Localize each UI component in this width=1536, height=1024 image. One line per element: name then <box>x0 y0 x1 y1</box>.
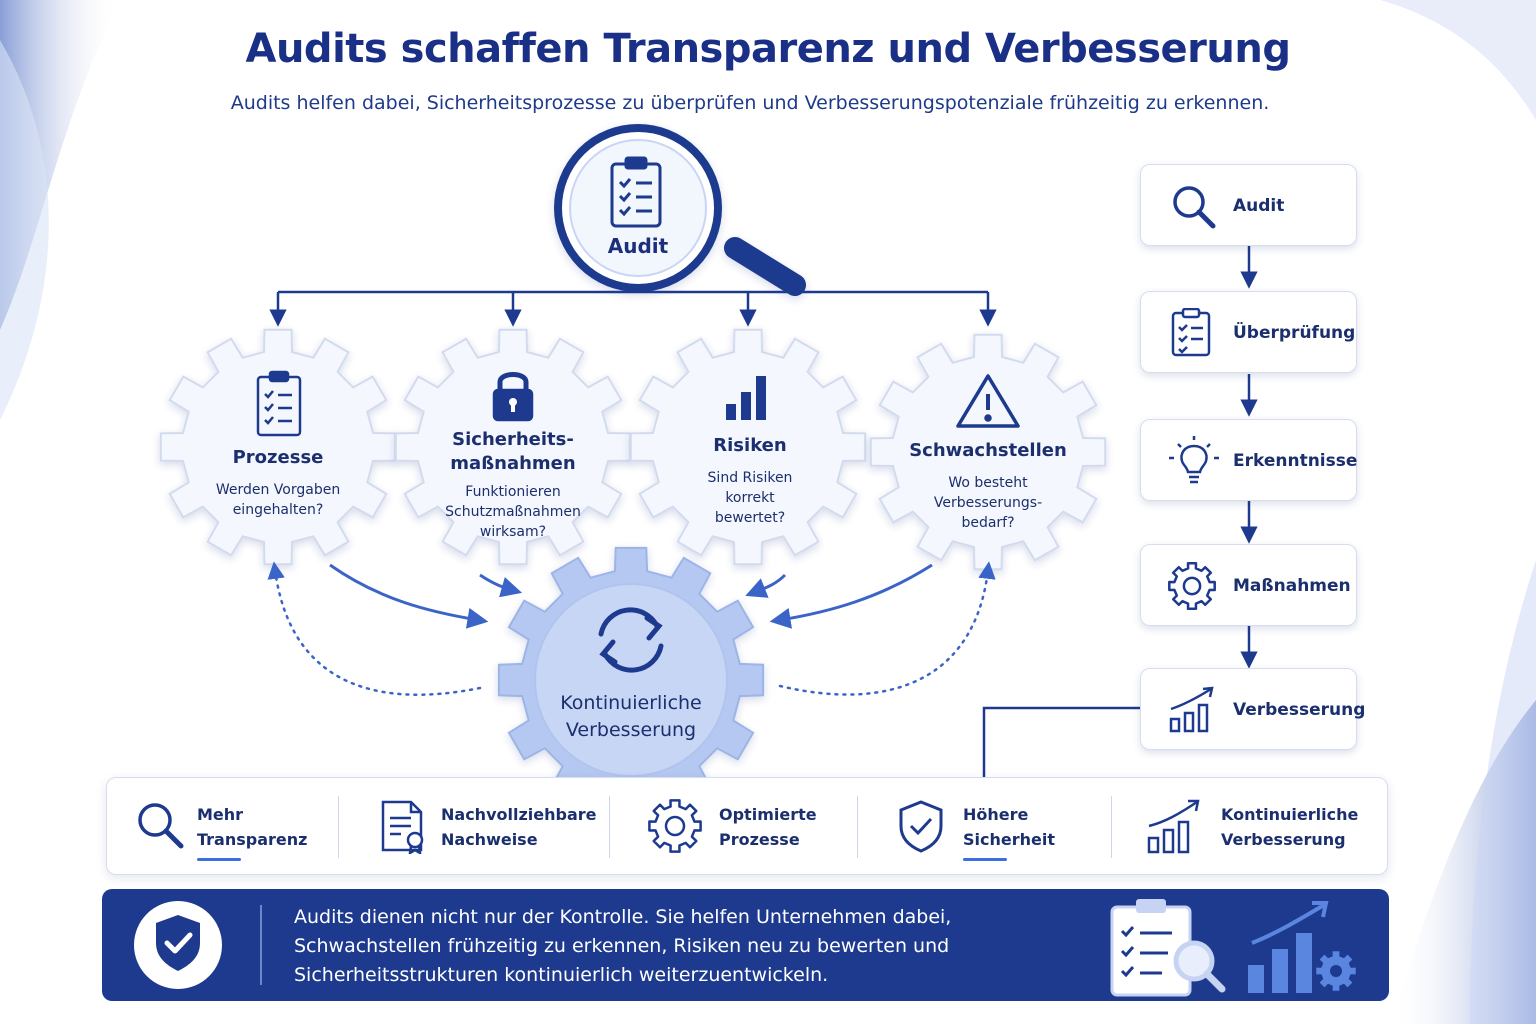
summary-banner: Audits dienen nicht nur der Kontrolle. S… <box>102 889 1389 1001</box>
gear-sicherheitsmassnahmen: Sicherheits- maßnahmen Funktionieren Sch… <box>433 428 593 542</box>
bar-chart-icon <box>726 376 766 420</box>
benefit-underline <box>963 858 1007 861</box>
center-gear-label: Kontinuierliche Verbesserung <box>560 692 702 741</box>
flow-step-erkenntnisse: Erkenntnisse <box>1140 419 1357 501</box>
audit-clipboard-icon <box>610 156 662 228</box>
gear-question: Wo besteht Verbesserungs-bedarf? <box>933 475 1043 531</box>
divider <box>609 796 610 858</box>
warning-icon <box>956 374 1020 428</box>
flow-step-label: Erkenntnisse <box>1233 451 1358 471</box>
flow-step-label: Verbesserung <box>1233 700 1366 720</box>
lightbulb-icon <box>1169 436 1219 484</box>
feedback-dotted-arrows <box>267 561 996 696</box>
gear-sicherheit-shape <box>394 328 632 566</box>
gear-title: Schwachstellen <box>909 440 1067 461</box>
growth-chart-icon <box>1147 799 1200 854</box>
flow-to-benefits-connector <box>982 706 1140 778</box>
gear-title: Sicherheits- maßnahmen <box>450 429 576 474</box>
gear-schwachstellen-shape <box>869 333 1107 571</box>
growth-chart-icon <box>1169 686 1214 733</box>
gear-icon <box>648 799 702 853</box>
page-title: Audits schaffen Transparenz und Verbesse… <box>245 26 1291 72</box>
benefit-underline <box>197 858 241 861</box>
gear-risiken-shape <box>629 328 867 566</box>
page-subtitle: Audits helfen dabei, Sicherheitsprozesse… <box>230 92 1270 114</box>
audit-magnifier-icon <box>554 124 806 296</box>
gear-prozesse-shape <box>159 328 397 566</box>
flow-step-verbesserung: Verbesserung <box>1140 668 1365 750</box>
search-icon <box>1173 186 1216 229</box>
center-gear-hub <box>534 583 728 777</box>
flow-step-massnahmen: Maßnahmen <box>1140 544 1357 626</box>
gear-title: Risiken <box>713 435 787 456</box>
gear-icon <box>1168 562 1216 610</box>
gear-question: Werden Vorgaben eingehalten? <box>215 482 341 518</box>
gear-schwachstellen: Schwachstellen Wo besteht Verbesserungs-… <box>906 439 1070 533</box>
refresh-icon <box>598 607 664 673</box>
divider <box>1111 796 1112 858</box>
flow-step-label: Audit <box>1233 196 1285 216</box>
clipboard-icon <box>256 370 302 437</box>
flow-step-label: Maßnahmen <box>1233 576 1351 596</box>
clipboard-icon <box>1171 308 1211 357</box>
summary-text: Audits dienen nicht nur der Kontrolle. S… <box>294 906 952 986</box>
audit-illustration-icon <box>1110 899 1356 997</box>
gear-title: Prozesse <box>232 447 324 468</box>
gear-prozesse: Prozesse Werden Vorgaben eingehalten? <box>198 446 358 520</box>
divider <box>260 905 262 985</box>
search-icon <box>138 803 184 849</box>
divider <box>338 796 339 858</box>
gear-question: Funktionieren Schutzmaßnahmen wirksam? <box>445 484 581 540</box>
shield-check-icon <box>899 800 943 853</box>
lock-icon <box>492 372 534 422</box>
flow-step-audit: Audit <box>1140 164 1357 246</box>
flow-step-ueberpruefung: Überprüfung <box>1140 291 1357 373</box>
audit-lens-label: Audit <box>607 234 669 258</box>
shield-check-icon <box>134 901 222 989</box>
gear-question: Sind Risiken korrekt bewertet? <box>707 470 793 526</box>
gear-icons <box>256 370 1020 437</box>
certificate-icon <box>381 800 424 854</box>
flow-to-center-arrows <box>329 563 933 629</box>
divider <box>857 796 858 858</box>
gear-risiken: Risiken Sind Risiken korrekt bewertet? <box>683 434 817 528</box>
flow-step-label: Überprüfung <box>1233 323 1356 343</box>
